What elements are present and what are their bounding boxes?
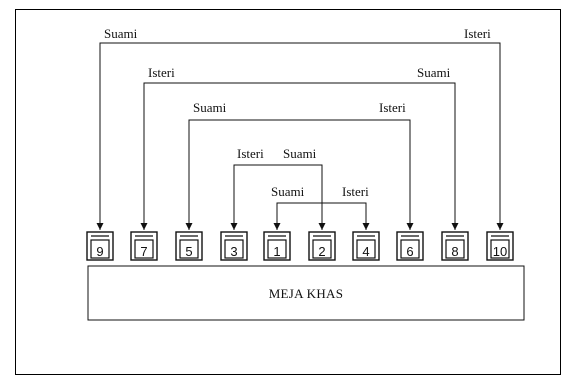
meja-khas-table: MEJA KHAS [87, 265, 525, 321]
table-label: MEJA KHAS [269, 286, 344, 301]
arrowhead-icon [230, 223, 238, 230]
seat-8: 8 [441, 231, 469, 261]
connector-right-label: Suami [283, 146, 317, 161]
seat-number-3: 3 [230, 244, 237, 259]
arrowhead-icon [451, 223, 459, 230]
arrowhead-icon [496, 223, 504, 230]
seat-6: 6 [396, 231, 424, 261]
connector-right-label: Suami [417, 65, 451, 80]
arrowhead-icon [406, 223, 414, 230]
connector-left-label: Suami [271, 184, 305, 199]
connector-left-label: Suami [104, 26, 138, 41]
seat-1: 1 [263, 231, 291, 261]
connector-right-label: Isteri [379, 100, 406, 115]
connector-right-label: Isteri [464, 26, 491, 41]
seat-number-7: 7 [140, 244, 147, 259]
arrowhead-icon [140, 223, 148, 230]
seat-row: 9 7 5 3 1 2 4 6 8 10 [86, 231, 514, 261]
seat-9: 9 [86, 231, 114, 261]
seat-4: 4 [352, 231, 380, 261]
seat-number-5: 5 [185, 244, 192, 259]
seat-number-4: 4 [362, 244, 369, 259]
arrowhead-icon [185, 223, 193, 230]
seat-number-6: 6 [406, 244, 413, 259]
seat-2: 2 [308, 231, 336, 261]
arrowhead-icon [362, 223, 370, 230]
connector-1-4: Suami Isteri [271, 184, 370, 230]
seat-number-8: 8 [451, 244, 458, 259]
seat-number-1: 1 [273, 244, 280, 259]
connector-left-label: Isteri [148, 65, 175, 80]
connector-left-label: Isteri [237, 146, 264, 161]
arrowhead-icon [318, 223, 326, 230]
seat-3: 3 [220, 231, 248, 261]
seat-7: 7 [130, 231, 158, 261]
seat-5: 5 [175, 231, 203, 261]
arrowhead-icon [96, 223, 104, 230]
arrowhead-icon [273, 223, 281, 230]
seat-number-10: 10 [493, 244, 507, 259]
seat-number-9: 9 [96, 244, 103, 259]
seat-10: 10 [486, 231, 514, 261]
connector-right-label: Isteri [342, 184, 369, 199]
seat-number-2: 2 [318, 244, 325, 259]
connector-left-label: Suami [193, 100, 227, 115]
